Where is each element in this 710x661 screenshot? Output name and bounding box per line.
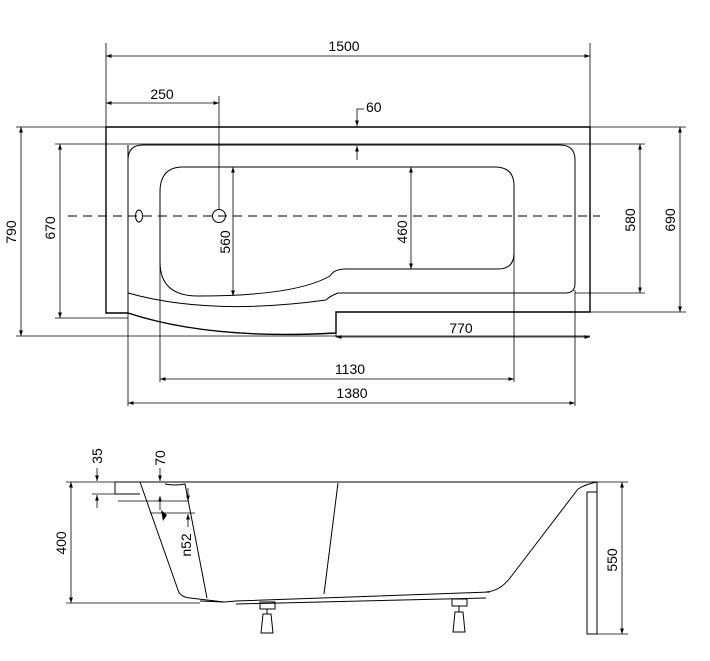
drain-hole bbox=[212, 209, 226, 223]
dim-right-width: 690 bbox=[662, 208, 678, 232]
tub-bottom bbox=[199, 591, 491, 603]
left-inner-wall bbox=[164, 483, 208, 599]
dim-drain-offset: 250 bbox=[150, 86, 174, 102]
dim-outer-length: 1380 bbox=[336, 385, 367, 401]
dim-inner-width-head: 560 bbox=[217, 230, 233, 254]
right-wall bbox=[485, 488, 579, 593]
overflow-hole bbox=[135, 209, 143, 223]
dim-inner-width-foot: 460 bbox=[394, 220, 410, 244]
dim-rim-thickness: 60 bbox=[366, 99, 382, 115]
left-outer-wall bbox=[139, 481, 225, 603]
basin-outline bbox=[159, 166, 515, 297]
foot-right bbox=[451, 598, 468, 633]
foot-left bbox=[259, 601, 276, 634]
front-panel bbox=[586, 491, 598, 635]
dim-outer-width: 670 bbox=[42, 216, 58, 240]
dim-inner-length: 1130 bbox=[335, 361, 365, 377]
dim-total-height: 550 bbox=[604, 548, 620, 572]
top-view: 1500 250 60 790 670 560 460 580 690 770 … bbox=[3, 38, 686, 406]
dim-straight-length: 770 bbox=[449, 320, 473, 336]
dim-overflow: n52 bbox=[178, 533, 194, 557]
dim-depth: 400 bbox=[53, 531, 69, 555]
dim-rim-height: 35 bbox=[89, 448, 105, 464]
middle-panel-line bbox=[323, 482, 339, 595]
rim-inner-outline bbox=[127, 144, 576, 313]
dim-total-width: 790 bbox=[3, 220, 19, 244]
dim-inner-rim-width: 580 bbox=[622, 208, 638, 232]
dim-length: 1500 bbox=[328, 38, 359, 54]
side-view: 35 70 n52 400 550 bbox=[53, 448, 628, 635]
dim-rim-step: 70 bbox=[152, 450, 168, 466]
overflow-marker bbox=[161, 510, 167, 521]
